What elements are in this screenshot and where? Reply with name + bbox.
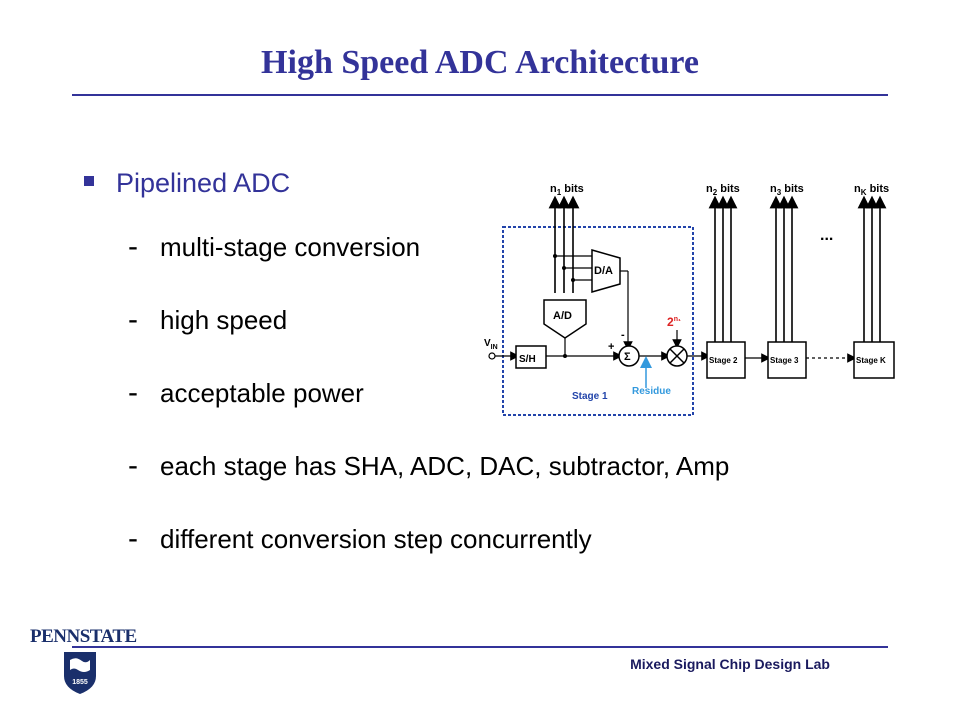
sh-label: S/H (519, 354, 536, 365)
nk-bits-label: nK bits (854, 183, 889, 197)
vin-label: VIN (484, 338, 498, 351)
sub-bullet-text: each stage has SHA, ADC, DAC, subtractor… (160, 451, 730, 481)
title-divider (72, 94, 888, 96)
logo-year: 1855 (72, 679, 88, 686)
dash-icon: - (128, 522, 138, 555)
stage2-label: Stage 2 (709, 356, 738, 365)
da-block (591, 249, 621, 293)
pennstate-logo: PENNSTATE 1855 (30, 626, 137, 701)
sigma-label: Σ (624, 351, 631, 363)
stage1-box (502, 226, 694, 416)
minus-sign: - (621, 329, 625, 341)
sub-bullet-text: high speed (160, 305, 288, 335)
stage3-label: Stage 3 (770, 356, 799, 365)
stage2-block (706, 341, 746, 379)
sub-bullet-text: multi-stage conversion (160, 232, 421, 262)
gain-label: 2n₁ (667, 315, 681, 329)
stage1-label: Stage 1 (572, 391, 608, 402)
sub-bullet-2: -high speed (128, 303, 287, 337)
square-bullet-icon (84, 175, 94, 186)
ad-block (543, 299, 587, 339)
sub-bullet-3: -acceptable power (128, 376, 364, 410)
sub-bullet-text: acceptable power (160, 378, 364, 408)
sub-bullet-5: -different conversion step concurrently (128, 522, 592, 556)
dash-icon: - (128, 376, 138, 409)
logo-wordmark: PENNSTATE (30, 626, 137, 647)
pipelined-adc-diagram: n1 bits D/A A/D VIN S/H + - Σ Residue St… (484, 183, 895, 416)
main-bullet: Pipelined ADC (84, 168, 290, 199)
sub-bullet-4: -each stage has SHA, ADC, DAC, subtracto… (128, 449, 729, 483)
footer-divider (72, 646, 888, 648)
n3-bits-label: n3 bits (770, 183, 804, 197)
stage3-block (767, 341, 807, 379)
dash-icon: - (128, 449, 138, 482)
main-bullet-text: Pipelined ADC (116, 168, 291, 198)
stagek-label: Stage K (856, 356, 886, 365)
sh-block (515, 345, 547, 369)
dash-icon: - (128, 303, 138, 336)
ad-label: A/D (553, 310, 572, 322)
slide-title: High Speed ADC Architecture (261, 44, 699, 81)
ellipsis-top: ... (820, 227, 833, 244)
dash-icon: - (128, 230, 138, 263)
sub-bullet-text: different conversion step concurrently (160, 524, 592, 554)
stagek-block (853, 341, 895, 379)
da-label: D/A (594, 265, 613, 277)
n2-bits-label: n2 bits (706, 183, 740, 197)
lab-name: Mixed Signal Chip Design Lab (630, 656, 830, 672)
plus-sign: + (608, 341, 614, 353)
n1-bits-label: n1 bits (550, 183, 584, 197)
sub-bullet-1: -multi-stage conversion (128, 230, 420, 264)
shield-icon: 1855 (64, 652, 96, 694)
residue-label: Residue (632, 386, 671, 397)
